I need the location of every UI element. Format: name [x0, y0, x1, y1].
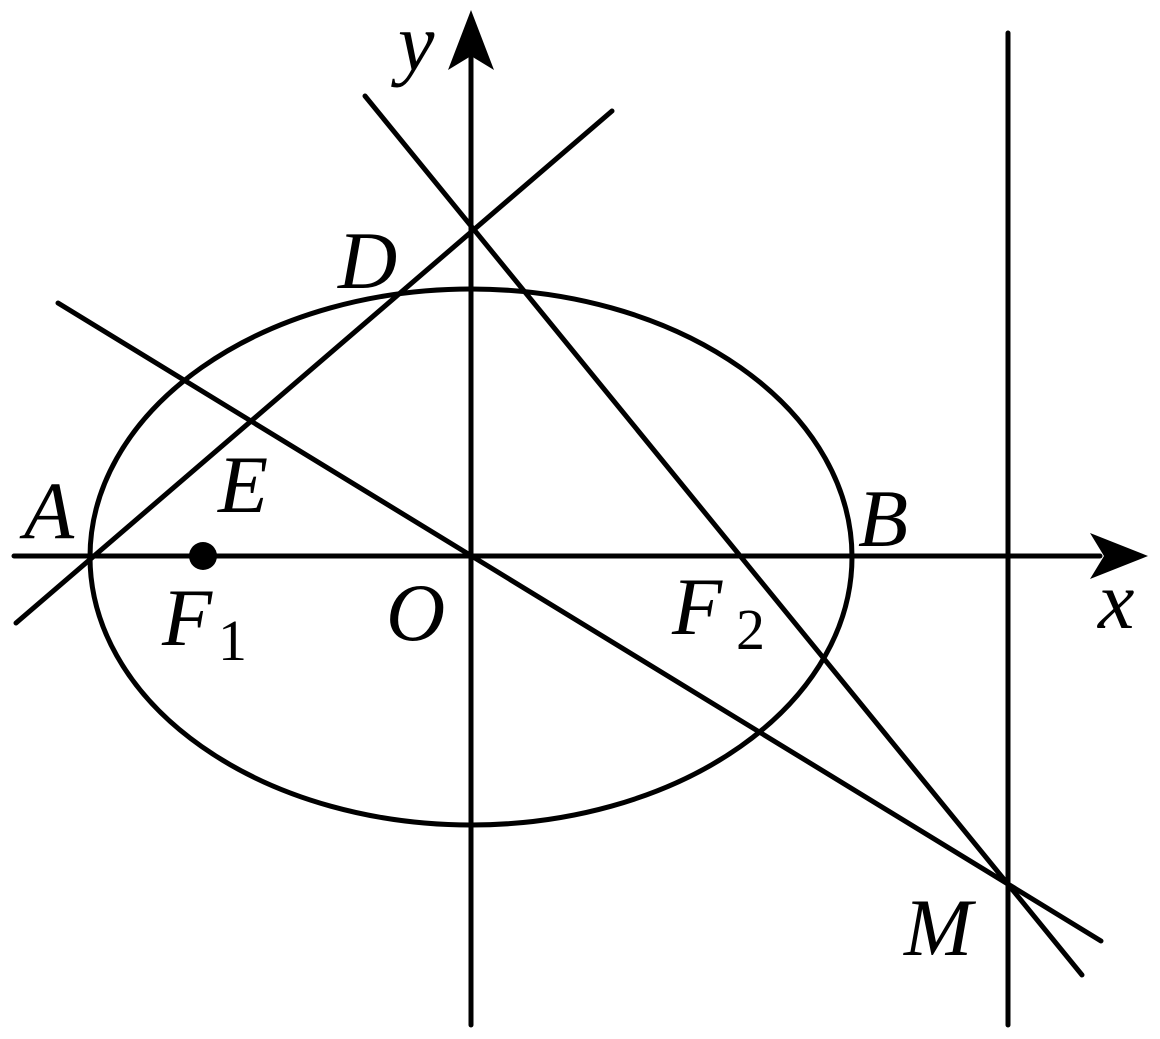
point-label-f2: F 2	[671, 561, 765, 662]
y-axis	[448, 10, 494, 1028]
point-label-o: O	[386, 567, 445, 658]
point-label-f1-main: F	[161, 572, 213, 663]
point-label-d: D	[337, 215, 397, 306]
point-label-f1: F 1	[161, 572, 247, 673]
y-axis-arrowhead	[448, 10, 494, 70]
point-label-f2-sub: 2	[736, 597, 765, 662]
line-d-f2-m	[362, 93, 1085, 978]
point-label-m: M	[903, 882, 977, 973]
line-a-d	[13, 108, 615, 626]
x-axis-label: x	[1097, 555, 1134, 646]
point-label-e: E	[217, 439, 268, 530]
focus-f1-point	[189, 542, 217, 570]
point-label-a: A	[19, 465, 75, 556]
point-label-f1-sub: 1	[218, 608, 247, 673]
x-axis-arrowhead	[1090, 533, 1148, 579]
point-label-f2-main: F	[671, 561, 723, 652]
point-label-b: B	[858, 473, 908, 564]
y-axis-label: y	[391, 0, 435, 88]
line-e-o-m	[55, 300, 1104, 944]
